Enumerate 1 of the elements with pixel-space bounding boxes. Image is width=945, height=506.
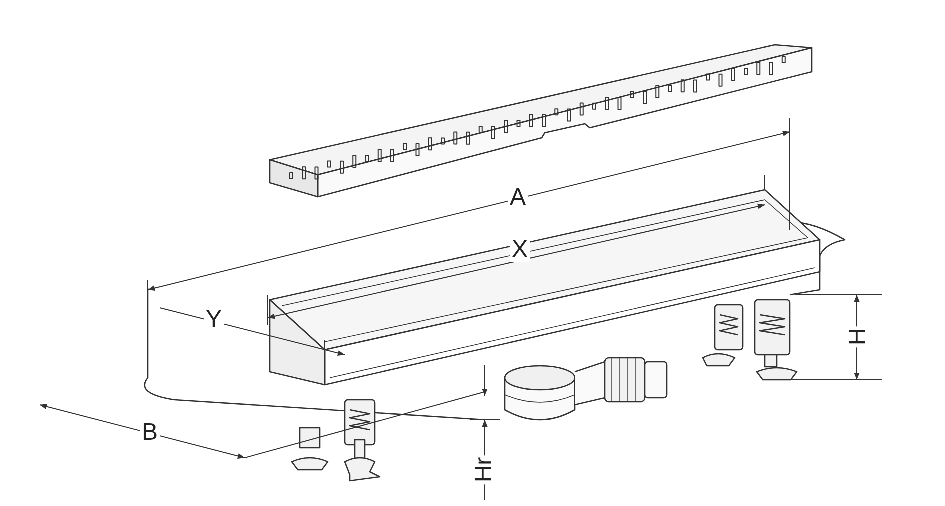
dimension-label: X (510, 238, 530, 262)
